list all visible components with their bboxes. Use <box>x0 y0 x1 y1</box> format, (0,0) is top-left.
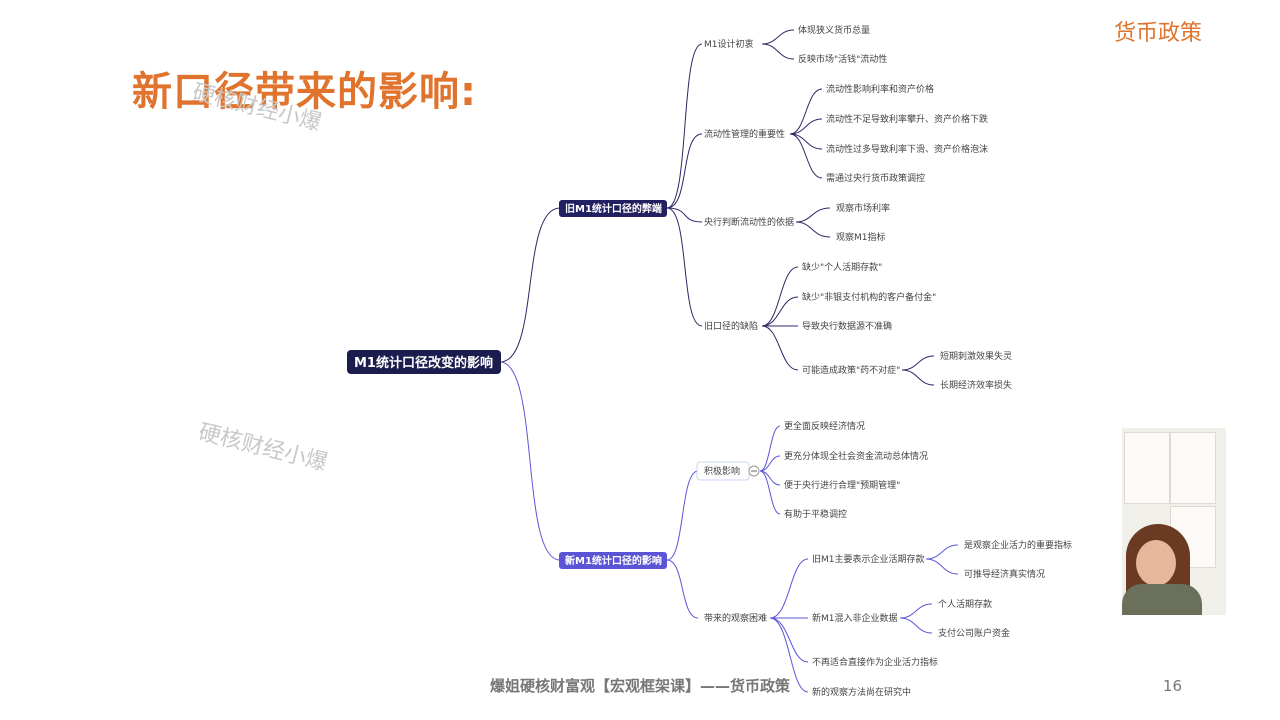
leaf-node: 观察M1指标 <box>836 231 886 243</box>
group-node: 央行判断流动性的依据 <box>704 216 794 228</box>
group-node: 积极影响 <box>704 465 740 477</box>
presenter-face <box>1136 540 1176 586</box>
leaf-node: 长期经济效率损失 <box>940 379 1012 391</box>
leaf-node: 短期刺激效果失灵 <box>940 350 1012 362</box>
leaf-node: 流动性过多导致利率下滑、资产价格泡沫 <box>826 143 988 155</box>
webcam-video <box>1122 428 1226 615</box>
leaf-node: 旧M1主要表示企业活期存款 <box>812 553 925 565</box>
connector <box>925 544 959 560</box>
connector <box>761 325 799 371</box>
connector <box>789 133 823 150</box>
connector <box>666 559 699 619</box>
leaf-node: 个人活期存款 <box>938 598 992 610</box>
leaf-node: 新M1混入非企业数据 <box>812 612 898 624</box>
group-node: M1设计初衷 <box>704 38 754 50</box>
connector <box>761 43 795 60</box>
old-branch-node: 旧M1统计口径的弊端 <box>565 202 662 215</box>
leaf-node: 反映市场"活钱"流动性 <box>798 53 887 65</box>
connector <box>666 133 703 209</box>
connector <box>789 88 823 135</box>
connector <box>666 207 703 223</box>
leaf-node: 缺少"非银支付机构的客户备付金" <box>802 291 936 303</box>
leaf-node: 是观察企业活力的重要指标 <box>964 539 1072 551</box>
leaf-node: 体现狭义货币总量 <box>798 24 870 36</box>
connector <box>769 617 809 663</box>
new-branch-box <box>559 552 667 569</box>
connector <box>789 118 823 135</box>
connector <box>499 207 561 363</box>
page-number: 16 <box>1162 677 1182 695</box>
slide-title: 新口径带来的影响: <box>132 69 477 115</box>
leaf-node: 流动性影响利率和资产价格 <box>826 83 934 95</box>
leaf-node: 需通过央行货币政策调控 <box>826 172 925 184</box>
root-node: M1统计口径改变的影响 <box>354 355 493 371</box>
connector <box>761 296 799 327</box>
cabinet <box>1124 432 1170 504</box>
minus-circle-icon[interactable] <box>748 465 760 477</box>
leaf-node: 更充分体现全社会资金流动总体情况 <box>784 450 928 462</box>
leaf-node: 支付公司账户资金 <box>938 627 1010 639</box>
leaf-node: 流动性不足导致利率攀升、资产价格下跌 <box>826 113 988 125</box>
leaf-node: 观察市场利率 <box>836 202 890 214</box>
leaf-node: 缺少"个人活期存款" <box>802 261 882 273</box>
cabinet <box>1170 432 1216 504</box>
group-node: 旧口径的缺陷 <box>704 320 758 332</box>
connector <box>761 29 795 45</box>
leaf-node: 新的观察方法尚在研究中 <box>812 686 911 698</box>
connector <box>901 355 935 371</box>
group-node: 带来的观察困难 <box>704 612 767 624</box>
connector <box>795 221 831 238</box>
connector <box>769 617 809 693</box>
topic-label: 货币政策 <box>1113 21 1202 46</box>
connector <box>761 266 799 327</box>
connector <box>769 558 809 619</box>
connector <box>899 617 933 634</box>
root-node-box <box>347 350 501 374</box>
connector <box>759 455 781 472</box>
leaf-node: 可能造成政策"药不对症" <box>802 364 900 376</box>
connector <box>789 133 823 179</box>
new-branch-node: 新M1统计口径的影响 <box>565 554 662 567</box>
leaf-node: 便于央行进行合理"预期管理" <box>784 479 900 491</box>
connector <box>499 361 561 561</box>
footer-caption: 爆姐硬核财富观【宏观框架课】——货币政策 <box>489 677 790 695</box>
leaf-node: 可推导经济真实情况 <box>964 568 1045 580</box>
connector <box>925 558 959 575</box>
connector <box>666 470 699 561</box>
connector <box>795 207 831 223</box>
leaf-node: 有助于平稳调控 <box>784 508 847 520</box>
connector <box>759 425 781 472</box>
connector <box>899 603 933 619</box>
group-node: 流动性管理的重要性 <box>704 128 785 140</box>
connector <box>666 207 703 327</box>
leaf-node: 导致央行数据源不准确 <box>802 320 892 332</box>
presenter-body <box>1122 584 1202 615</box>
connector <box>901 369 935 386</box>
old-branch-box <box>559 200 667 217</box>
connector <box>666 43 703 209</box>
connector <box>759 470 781 515</box>
leaf-node: 不再适合直接作为企业活力指标 <box>812 656 938 668</box>
leaf-node: 更全面反映经济情况 <box>784 420 865 432</box>
